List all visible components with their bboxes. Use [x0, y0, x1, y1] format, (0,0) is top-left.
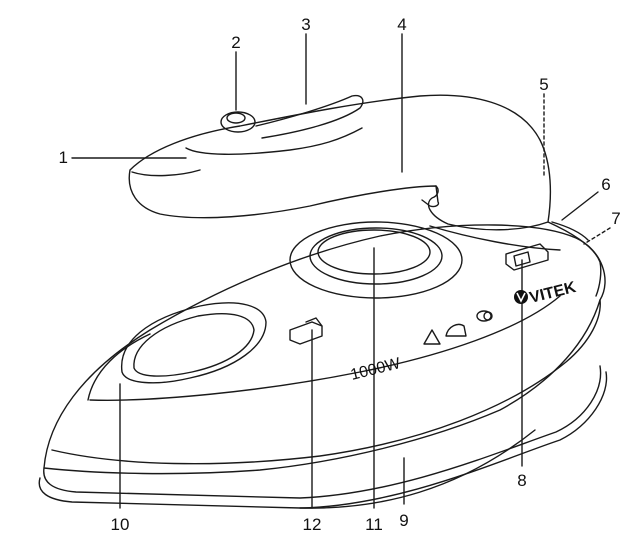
water-tank-window [121, 302, 267, 384]
brand-label: VITEK [528, 279, 578, 307]
callout-11: 11 [365, 515, 383, 534]
voltage-switch-knob [513, 251, 531, 267]
body-lower-band [51, 299, 601, 465]
callout-1: 1 [59, 148, 68, 167]
leader-6 [561, 191, 599, 221]
callout-9: 9 [399, 511, 408, 530]
temperature-dial-ring [309, 227, 443, 285]
callout-8: 8 [517, 471, 526, 490]
temperature-dial-housing [289, 221, 463, 299]
callout-7: 7 [611, 209, 620, 228]
callout-2: 2 [231, 33, 240, 52]
leader-7 [583, 227, 611, 245]
water-tank-window-inner [133, 313, 255, 377]
handle-outline [128, 94, 552, 231]
steam-switch-knob [305, 317, 323, 327]
warning-triangle-icon [423, 329, 441, 345]
callout-4: 4 [397, 15, 406, 34]
handle-grip-inner [185, 127, 363, 155]
callout-3: 3 [301, 15, 310, 34]
callout-5: 5 [539, 75, 548, 94]
soleplate [38, 371, 608, 509]
spray-button [220, 111, 256, 133]
spray-button-top [226, 112, 246, 124]
dual-voltage-icon [476, 310, 492, 322]
rear-face [547, 221, 602, 297]
steam-button [255, 94, 364, 139]
vitek-logo-mark [516, 292, 526, 303]
rear-face-edge [429, 225, 561, 251]
handle-front-nose [131, 169, 201, 177]
dual-voltage-icon-inner [483, 311, 493, 321]
power-rating-label: 1000W [349, 355, 403, 384]
cord-outlet [551, 221, 589, 241]
soleplate-edge [43, 365, 602, 499]
callout-10: 10 [111, 515, 130, 534]
iron-temperature-icon [445, 323, 467, 337]
soleplate-underside [299, 429, 536, 509]
top-deck-line [89, 295, 561, 401]
voltage-switch [505, 243, 549, 271]
handle-slot [421, 185, 440, 208]
deck-front-curve [87, 333, 151, 401]
callout-6: 6 [601, 175, 610, 194]
steam-switch [289, 321, 323, 345]
callout-12: 12 [303, 515, 322, 534]
